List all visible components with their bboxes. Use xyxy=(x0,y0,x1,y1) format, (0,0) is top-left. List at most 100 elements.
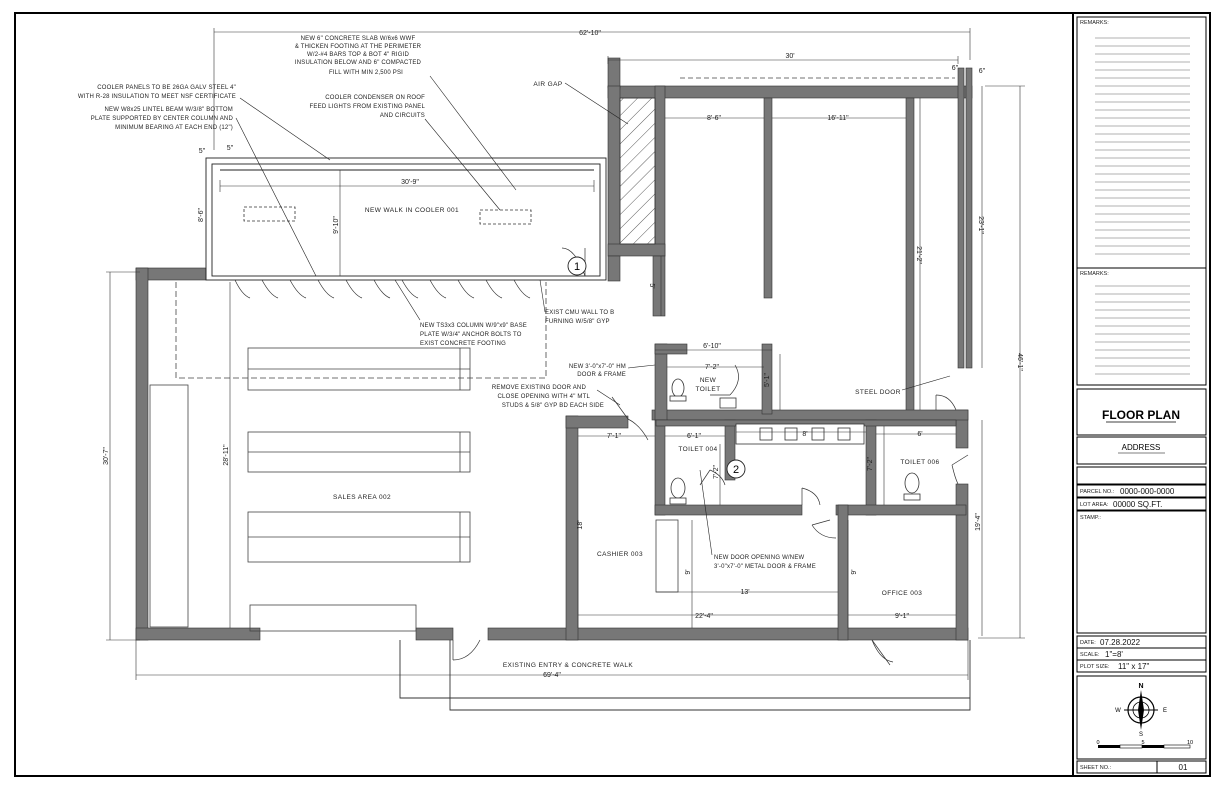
door-swings xyxy=(452,364,969,666)
dim-30-9: 30'-9" xyxy=(401,179,419,186)
note-condenser-3: AND CIRCUITS xyxy=(380,113,425,119)
room-office: OFFICE 003 xyxy=(882,590,922,597)
plot-size-value: 11" x 17" xyxy=(1118,662,1149,671)
label-existing-entry: EXISTING ENTRY & CONCRETE WALK xyxy=(503,662,634,669)
note-column-3: EXIST CONCRETE FOOTING xyxy=(420,341,506,347)
remarks-label-2: REMARKS: xyxy=(1080,271,1109,277)
room-toilet-006: TOILET 006 xyxy=(900,459,939,466)
dim-9-10: 9'-10" xyxy=(333,216,340,234)
scale-bar xyxy=(1098,744,1191,749)
note-column-2: PLATE W/3/4" ANCHOR BOLTS TO xyxy=(420,332,522,338)
note-remove-door-2: CLOSE OPENING WITH 4" MTL xyxy=(498,394,591,400)
tag-label-1: 1 xyxy=(574,261,580,273)
note-door-opening-1: NEW DOOR OPENING W/NEW xyxy=(714,555,805,561)
dim-9-1: 9'-1" xyxy=(895,613,909,620)
dim-69-4: 69'-4" xyxy=(543,672,561,679)
note-remove-door-1: REMOVE EXISTING DOOR AND xyxy=(492,385,587,391)
dim-7-2: 7'-2" xyxy=(705,364,719,371)
remarks-lines-1 xyxy=(1095,37,1190,255)
notes: NEW 6" CONCRETE SLAB W/6x6 WWF & THICKEN… xyxy=(78,36,816,570)
room-walk-in-cooler: NEW WALK IN COOLER 001 xyxy=(365,207,459,214)
dim-9-b: 9' xyxy=(851,569,858,574)
note-slab-5: FILL WITH MIN 2,500 PSI xyxy=(329,70,403,76)
note-hm-door-2: DOOR & FRAME xyxy=(577,372,626,378)
note-door-opening-2: 3'-0"x7'-0" METAL DOOR & FRAME xyxy=(714,564,816,570)
dim-21-2: 21'-2" xyxy=(915,246,922,264)
dim-9: 9' xyxy=(685,569,692,574)
parcel-label: PARCEL NO.: xyxy=(1080,489,1115,495)
scale-tick-0: 0 xyxy=(1096,740,1099,746)
note-lintel-2: PLATE SUPPORTED BY CENTER COLUMN AND xyxy=(91,116,234,122)
sheet-no-label: SHEET NO.: xyxy=(1080,765,1112,771)
address-text: ADDRESS xyxy=(1122,443,1161,452)
sheet-title: FLOOR PLAN xyxy=(1102,408,1180,422)
compass-e: E xyxy=(1163,708,1167,714)
plot-size-label: PLOT SIZE: xyxy=(1080,664,1110,670)
label-steel-door: STEEL DOOR xyxy=(855,389,901,396)
dimension-lines xyxy=(106,28,1025,680)
stamp-label: STAMP.: xyxy=(1080,515,1101,521)
title-block: REMARKS: REMARKS: FLOOR PLAN ADDRESS xyxy=(1076,16,1207,774)
scale-value: 1"=8' xyxy=(1105,650,1123,659)
cooler-door-swings xyxy=(234,247,586,299)
note-cmu-2: FURNING W/5/8" GYP xyxy=(545,319,610,325)
note-panels-1: COOLER PANELS TO BE 26GA GALV STEEL 4" xyxy=(97,85,236,91)
dim-30-7: 30'-7" xyxy=(103,447,110,465)
dim-22-4: 22'-4" xyxy=(695,613,713,620)
dim-5-b: 5" xyxy=(227,145,234,152)
dim-6-1: 6'-1" xyxy=(687,433,701,440)
dim-16-11: 16'-11" xyxy=(827,115,849,122)
dim-6-10: 6'-10" xyxy=(703,343,721,350)
dim-46-1: 46'-1" xyxy=(1016,353,1023,371)
dim-7-2-c: 7'-2" xyxy=(867,457,874,471)
dim-8-6-b: 8'-6" xyxy=(707,115,721,122)
dim-7-1: 7'-1" xyxy=(607,433,621,440)
room-cashier: CASHIER 003 xyxy=(597,551,643,558)
scale-tick-10: 10 xyxy=(1187,740,1193,746)
tag-circle-1 xyxy=(567,256,587,276)
note-panels-2: WITH R-28 INSULATION TO MEET NSF CERTIFI… xyxy=(78,94,236,100)
air-gap-hatch xyxy=(619,97,656,245)
sheet-border xyxy=(14,12,1211,777)
dim-13: 13' xyxy=(740,589,749,596)
dim-62-10: 62'-10" xyxy=(579,30,601,37)
date-label: DATE: xyxy=(1080,640,1096,646)
dim-7-2-b: 7'-2" xyxy=(713,465,720,479)
tag-label-2: 2 xyxy=(733,464,739,476)
scale-label: SCALE: xyxy=(1080,652,1100,658)
note-slab-4: INSULATION BELOW AND 6" COMPACTED xyxy=(295,60,422,66)
note-lintel-3: MINIMUM BEARING AT EACH END (12") xyxy=(115,125,233,131)
lot-area-label: LOT AREA: xyxy=(1080,502,1109,508)
lot-area-value: 00000 SQ.FT. xyxy=(1113,500,1162,509)
remarks-label-1: REMARKS: xyxy=(1080,20,1109,26)
note-slab-3: W/2-#4 BARS TOP & BOT 4" RIGID xyxy=(307,52,410,58)
dim-18: 18' xyxy=(577,520,584,529)
dim-5-1: 5'-1" xyxy=(764,373,771,387)
shelving xyxy=(149,347,679,632)
dim-28-11: 28'-11" xyxy=(223,444,230,466)
walk-in-cooler-outline xyxy=(205,157,607,281)
parcel-value: 0000-000-0000 xyxy=(1120,487,1175,496)
note-column-1: NEW TS3x3 COLUMN W/9"x9" BASE xyxy=(420,323,527,329)
leader-lines xyxy=(235,75,951,556)
dim-30: 30' xyxy=(785,53,794,60)
compass-s: S xyxy=(1139,732,1143,738)
room-new-toilet-line1: NEW xyxy=(700,377,717,384)
dim-6-c: 6' xyxy=(917,431,922,438)
cooler-unit-right xyxy=(479,209,532,225)
compass-n: N xyxy=(1138,683,1143,690)
room-labels: NEW WALK IN COOLER 001 SALES AREA 002 CA… xyxy=(333,81,939,669)
dim-8-6: 8'-6" xyxy=(198,208,205,222)
note-lintel-1: NEW W8x25 LINTEL BEAM W/3/8" BOTTOM xyxy=(105,107,234,113)
room-toilet-004: TOILET 004 xyxy=(678,446,717,453)
dim-8: 8' xyxy=(802,431,807,438)
toilet-fixtures xyxy=(669,378,921,505)
note-slab-1: NEW 6" CONCRETE SLAB W/6x6 WWF xyxy=(301,36,416,42)
dashed-outline xyxy=(175,282,547,379)
north-arrow-icon xyxy=(1124,690,1158,730)
dimension-texts: 62'-10" 30' 6" 6" 5" 5" 30'-9" 8'-6" 9'-… xyxy=(103,30,1023,679)
compass-w: W xyxy=(1115,708,1121,714)
dim-23-1: 23'-1" xyxy=(977,216,984,234)
scale-tick-5: 5 xyxy=(1141,740,1144,746)
